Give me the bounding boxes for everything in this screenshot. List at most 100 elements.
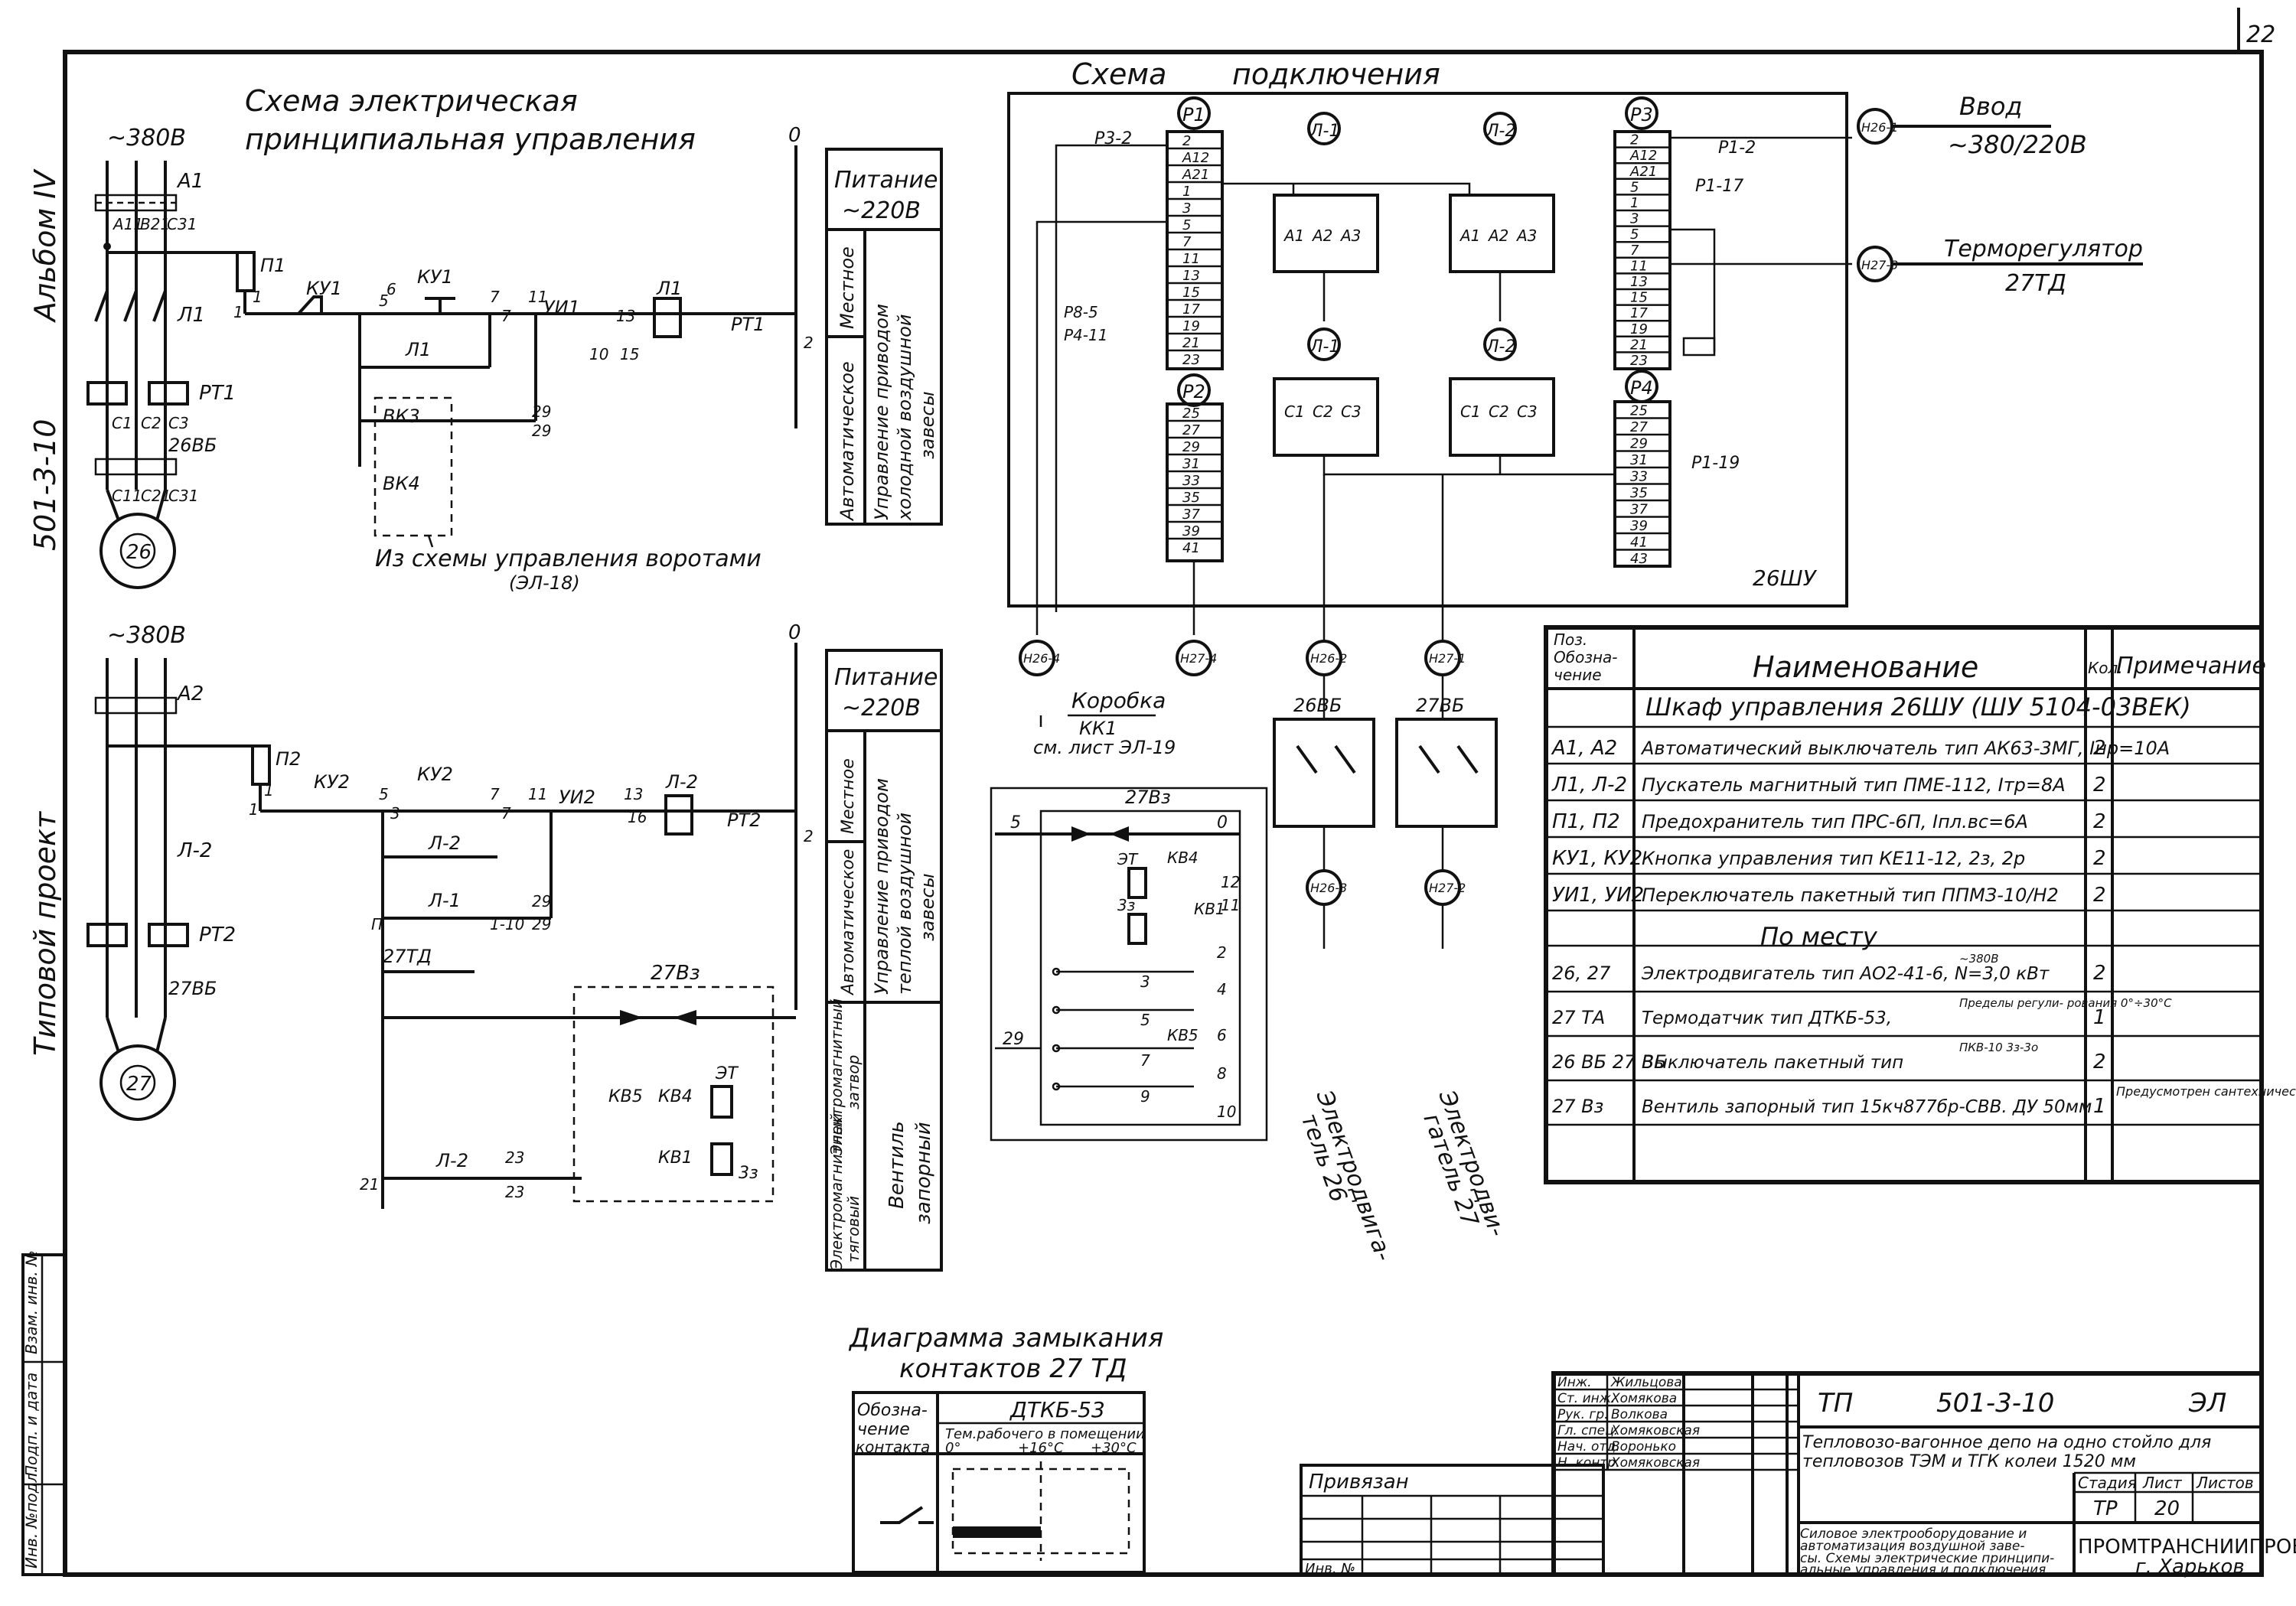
node-number: 11 [528,785,547,803]
svg-text:~380/220В: ~380/220В [1948,130,2087,159]
label-L2-contacts: Л-2 [177,839,212,862]
label-RT2: РТ2 [199,924,236,946]
label-L1-aux: Л1 [405,339,431,360]
svg-text:~220В: ~220В [842,695,921,722]
svg-text:Лист: Лист [2142,1474,2183,1492]
svg-text:4: 4 [1217,980,1227,998]
svg-text:Поз.: Поз. [1554,630,1587,649]
svg-text:Вентиль: Вентиль [885,1121,908,1209]
terminal-row: 15 [1630,290,1648,306]
svg-text:6: 6 [1217,1026,1227,1044]
terminal-row: 39 [1182,523,1200,539]
spec-qty: 2 [2093,774,2106,796]
svg-text:ТР: ТР [2093,1497,2118,1520]
terminal-row: 7 [1630,243,1639,259]
cabinet-label: 26ШУ [1753,565,1818,591]
svg-text:9: 9 [1140,1087,1150,1106]
node-number: 1 [253,288,263,306]
svg-text:холодной воздушной: холодной воздушной [894,314,915,521]
terminal-row: А21 [1182,167,1209,183]
spec-qty: 2 [2093,962,2106,985]
node-number: П [371,915,383,933]
svg-text:Р2: Р2 [1182,381,1205,402]
svg-text:г. Харьков: г. Харьков [2135,1556,2245,1578]
spec-qty: 2 [2093,810,2106,833]
svg-text:завесы: завесы [917,873,938,941]
conn-title-1: Схема [1071,57,1166,91]
svg-text:29: 29 [1003,1030,1024,1049]
function-table-2: Питание ~220В Автоматическое Местное Упр… [825,649,943,1272]
svg-text:Р1: Р1 [1182,104,1205,125]
label-ET: ЭТ [715,1064,739,1083]
svg-text:теплой воздушной: теплой воздушной [894,813,915,995]
svg-text:10: 10 [1217,1103,1236,1121]
svg-text:8: 8 [1217,1064,1227,1083]
svg-text:Ввод: Ввод [1959,92,2023,121]
svg-text:завесы: завесы [917,391,938,459]
terminal-row: 17 [1630,305,1648,321]
svg-text:тепловозов ТЭМ и ТГК колеи 152: тепловозов ТЭМ и ТГК колеи 1520 мм [1802,1452,2136,1471]
svg-text:7: 7 [1140,1051,1150,1070]
svg-text:Н26-3: Н26-3 [1310,881,1347,895]
gate-contacts-box [373,396,453,537]
vz-box [572,985,775,1203]
terminal-row: 21 [1182,335,1200,351]
spec-pos: КУ1, КУ2 [1552,847,1642,870]
node-number: 3 [390,804,400,823]
svg-text:КВ4: КВ4 [1167,849,1199,867]
from-gate-ref: (ЭЛ-18) [509,572,580,594]
terminal-row: 15 [1182,285,1200,301]
terminal-row: 37 [1182,507,1200,523]
cabinet-26SHU [1007,92,1848,608]
svg-text:Примечание: Примечание [2116,653,2266,679]
spec-pos: 26, 27 [1552,963,1611,984]
label-3z: 3з [739,1164,758,1183]
terminal-row: 35 [1630,485,1648,501]
spec-pos: 27 Вз [1552,1096,1603,1117]
terminal-row: А12 [1182,150,1209,166]
svg-text:Н27-1: Н27-1 [1429,651,1466,666]
svg-text:Питание: Питание [834,664,938,691]
spec-note: Предусмотрен сантехнической частью проек… [2116,1084,2296,1099]
svg-text:Л-1: Л-1 [1309,122,1339,141]
svg-text:Л-1: Л-1 [1309,337,1339,357]
wire-c3: С3 [168,414,189,432]
spec-pos: 26 ВБ 27 ВБ [1552,1051,1667,1073]
svg-text:ЭЛ: ЭЛ [2188,1388,2226,1419]
spec-pos: УИ1, УИ2 [1552,884,1644,907]
contactor-L1-top: Л-1 А1 А2 А3 [1273,112,1379,273]
wire-a11: А11 [112,215,143,233]
svg-text:~220В: ~220В [842,197,921,224]
stamp-name: Хомякова [1610,1391,1677,1406]
terminal-row: А21 [1629,164,1657,180]
contactor-L2-bottom: Л-2 С1 С2 С3 [1449,327,1555,457]
node-number: 5 [379,785,389,803]
terminal-row: 29 [1630,436,1648,452]
svg-text:ТП: ТП [1818,1388,1853,1419]
node-number: 16 [628,808,647,826]
label-UI2: УИ2 [559,787,595,808]
svg-text:Питание: Питание [834,167,938,194]
terminal-row: 25 [1182,406,1200,422]
spec-name: Выключатель пакетный тип [1642,1053,1903,1073]
stamp-role: Ст. инж. [1557,1391,1615,1406]
label-VK4: ВК4 [383,473,420,494]
svg-text:А1: А1 [1283,226,1304,245]
terminal-row: 23 [1630,353,1648,369]
svg-text:Обозна-: Обозна- [1554,648,1618,666]
schematic-title-1: Схема электрическая [245,84,578,118]
terminal-row: 21 [1630,337,1648,353]
node-number: 7 [501,804,511,823]
svg-text:Управление приводом: Управление приводом [871,304,892,520]
node-number: 15 [620,345,639,363]
terminal-row: 1 [1182,184,1191,200]
svg-text:автоматизация воздушной заве-: автоматизация воздушной заве- [1800,1539,2025,1554]
terminal-row: 5 [1182,217,1191,233]
wire-b21: В21 [140,215,170,233]
spec-name: Кнопка управления тип КЕ11-12, 2з, 2р [1642,848,2025,869]
svg-text:ЭТ: ЭТ [1117,850,1139,868]
svg-text:тяговый: тяговый [844,1196,863,1262]
svg-text:+30°С: +30°С [1091,1440,1137,1456]
